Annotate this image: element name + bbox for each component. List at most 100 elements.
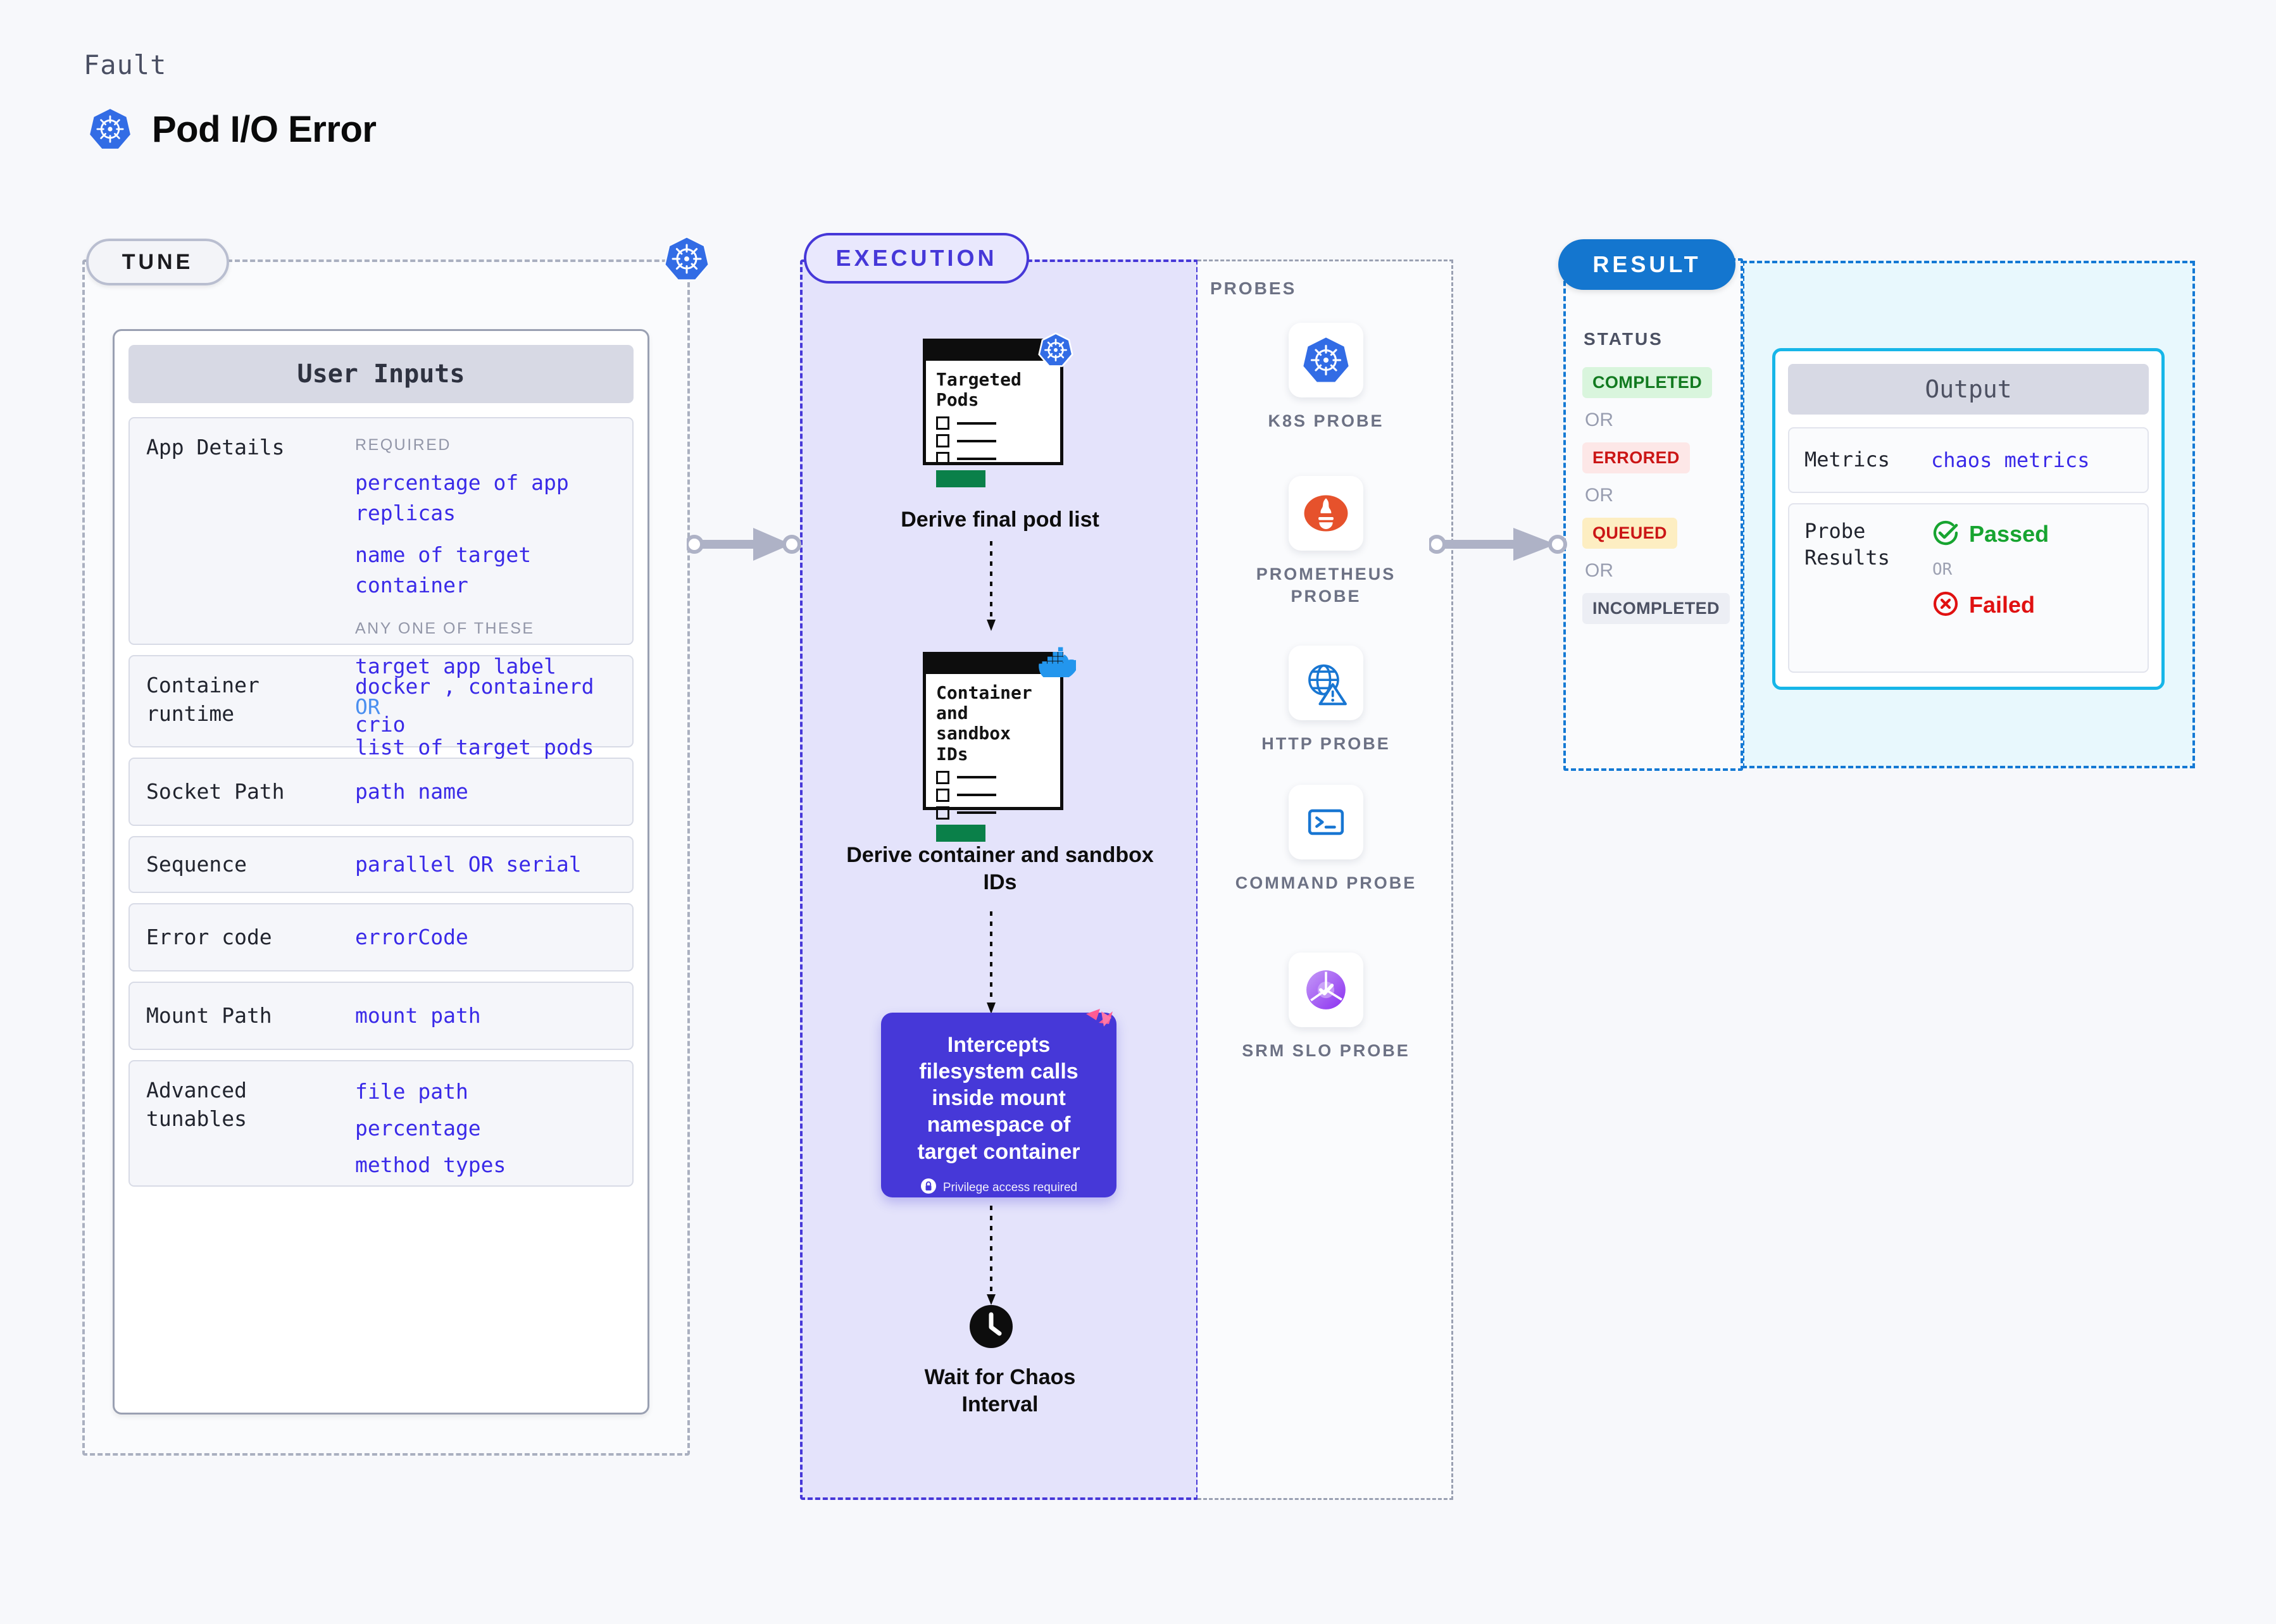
checkbox-icon (936, 416, 949, 430)
probe-item-prometheus[interactable]: PROMETHEUS PROBE (1231, 476, 1421, 608)
tune-row-sequence[interactable]: Sequence parallel OR serial (128, 836, 634, 893)
list-item (936, 416, 1050, 430)
checkbox-icon (936, 770, 949, 784)
list-item (936, 434, 1050, 448)
probe-item-srm-slo[interactable]: SRM SLO PROBE (1231, 953, 1421, 1062)
tune-value: percentage (355, 1115, 481, 1140)
user-inputs-title: User Inputs (297, 359, 465, 389)
page-title: Pod I/O Error (152, 108, 377, 150)
x-circle-icon (1931, 589, 1960, 621)
tune-row-app-details[interactable]: App Details REQUIRED percentage of app r… (128, 417, 634, 759)
probe-item-command[interactable]: COMMAND PROBE (1231, 785, 1421, 894)
check-circle-icon (1931, 518, 1960, 550)
or-label: OR (1585, 560, 1613, 581)
tune-badge-label: TUNE (122, 249, 194, 274)
tune-row-values: parallel OR serial (355, 849, 616, 880)
probe-label: SRM SLO PROBE (1242, 1041, 1410, 1060)
execution-badge: EXECUTION (804, 233, 1029, 284)
flow-arrow (982, 911, 1001, 1018)
tune-row-values: docker , containerd crio (355, 671, 616, 737)
privilege-note-label: Privilege access required (942, 1180, 1078, 1194)
output-title: Output (1925, 375, 2012, 403)
tune-row-label: App Details (146, 435, 285, 459)
litmus-icon (1084, 1008, 1120, 1042)
anyone-caption: ANY ONE OF THESE (355, 619, 535, 637)
user-inputs-header: User Inputs (128, 345, 634, 403)
tune-row-mount-path[interactable]: Mount Path mount path (128, 982, 634, 1050)
or-label: OR (1932, 560, 1953, 579)
tune-value: parallel OR serial (355, 852, 582, 877)
output-row-value: chaos metrics (1931, 448, 2090, 472)
probe-result-passed-label: Passed (1969, 521, 2049, 547)
probe-item-k8s[interactable]: K8S PROBE (1231, 323, 1421, 432)
targeted-pods-title: Targeted Pods (936, 369, 1022, 411)
card-titlebar (926, 342, 1060, 361)
tune-row-label: Advanced tunables (146, 1078, 247, 1131)
tune-value: path name (355, 779, 468, 804)
tune-value: errorCode (355, 925, 468, 950)
targeted-pods-kubernetes-icon (1038, 332, 1073, 370)
probe-item-http[interactable]: HTTP PROBE (1231, 646, 1421, 755)
tune-kubernetes-icon (663, 235, 710, 282)
step-caption-derive-pod-list: Derive final pod list (901, 508, 1099, 532)
output-row-label: Metrics (1804, 447, 1890, 472)
clock-icon (968, 1304, 1014, 1352)
tune-value: docker , containerd (355, 674, 594, 699)
probe-label: PROMETHEUS PROBE (1256, 565, 1396, 606)
result-panel (1563, 258, 1743, 771)
srm-slo-icon (1289, 953, 1363, 1027)
tune-value: crio (355, 711, 406, 737)
connector-execution-to-result (1427, 519, 1575, 572)
privilege-note: Privilege access required (895, 1178, 1103, 1198)
green-bar (936, 824, 985, 842)
tune-value: file path (355, 1079, 468, 1104)
kubernetes-icon (89, 108, 132, 151)
or-label: OR (1585, 485, 1613, 506)
container-sandbox-ids-title: Container and sandbox IDs (936, 682, 1032, 765)
list-item (936, 452, 1050, 466)
flow-arrow (982, 541, 1001, 635)
list-item (936, 788, 1050, 802)
tune-value: name of target container (355, 542, 532, 597)
checkbox-icon (936, 788, 949, 802)
output-row-probe-results[interactable]: Probe Results Passed OR (1788, 503, 2149, 673)
docker-icon (1038, 647, 1086, 681)
prometheus-icon (1289, 476, 1363, 551)
or-label: OR (1585, 409, 1613, 430)
execution-badge-label: EXECUTION (835, 245, 997, 271)
checkbox-icon (936, 806, 949, 820)
connector-tune-to-execution (685, 519, 807, 572)
container-sandbox-ids-card: Container and sandbox IDs (923, 652, 1063, 842)
output-card: Output Metrics chaos metrics Probe Resul… (1772, 348, 2165, 690)
tune-value: percentage of app replicas (355, 470, 569, 526)
targeted-pods-card: Targeted Pods (923, 339, 1063, 488)
terminal-icon (1289, 785, 1363, 859)
output-row-label: Probe Results (1804, 519, 1890, 570)
card-titlebar (926, 655, 1060, 674)
kubernetes-icon (1289, 323, 1363, 397)
list-item (936, 770, 1050, 784)
tune-row-container-runtime[interactable]: Container runtime docker , containerd cr… (128, 655, 634, 747)
intercept-text: Intercepts filesystem calls inside mount… (917, 1033, 1080, 1164)
checkbox-icon (936, 434, 949, 448)
tune-row-label: Mount Path (146, 1003, 272, 1028)
step-caption-derive-container-ids: Derive container and sandbox IDs (846, 843, 1154, 894)
execution-panel (800, 259, 1199, 1500)
status-badge-errored: ERRORED (1582, 442, 1690, 473)
step-caption-wait-chaos-interval: Wait for Chaos Interval (924, 1365, 1076, 1416)
output-row-metrics[interactable]: Metrics chaos metrics (1788, 427, 2149, 493)
probe-result-failed: Failed (1931, 589, 2132, 621)
fault-eyebrow: Fault (84, 49, 167, 80)
tune-or-separator: OR (355, 694, 380, 719)
tune-row-advanced-tunables[interactable]: Advanced tunables file path percentage m… (128, 1060, 634, 1187)
intercept-callout: Intercepts filesystem calls inside mount… (881, 1009, 1116, 1198)
tune-row-error-code[interactable]: Error code errorCode (128, 903, 634, 971)
tune-row-label: Error code (146, 924, 272, 949)
probe-label: HTTP PROBE (1261, 734, 1391, 753)
flow-arrow (982, 1206, 1001, 1309)
tune-row-socket-path[interactable]: Socket Path path name (128, 758, 634, 826)
status-list: COMPLETED OR ERRORED OR QUEUED OR INCOMP… (1582, 367, 1730, 624)
probe-result-passed: Passed (1931, 518, 2132, 550)
http-globe-warning-icon (1289, 646, 1363, 720)
tune-row-values: REQUIRED percentage of app replicas name… (355, 434, 616, 759)
